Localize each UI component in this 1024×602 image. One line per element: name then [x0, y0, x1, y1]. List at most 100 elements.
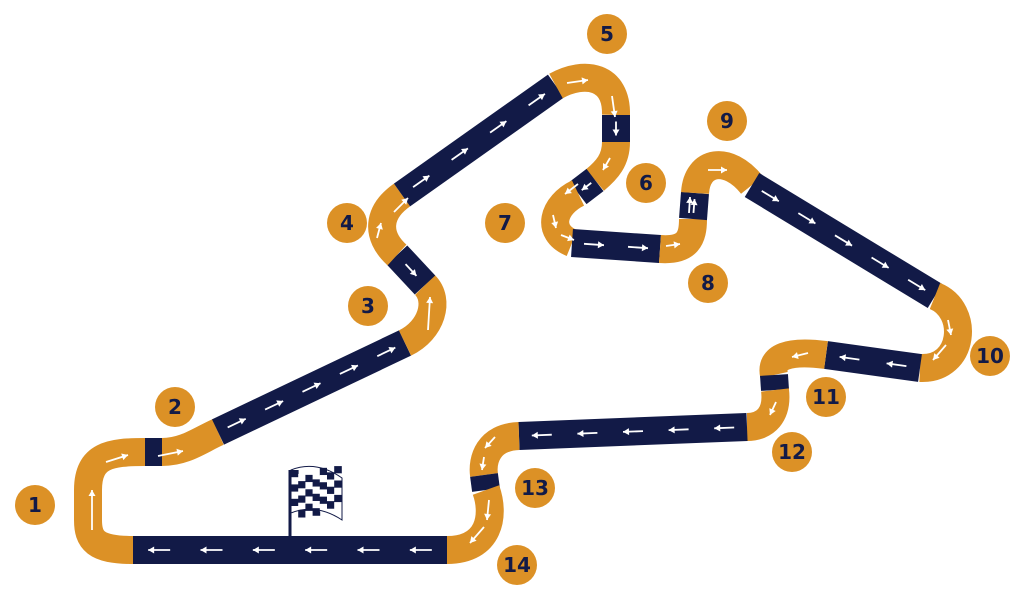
turn-marker-badge: [707, 101, 747, 141]
turn-marker-badge: [348, 286, 388, 326]
arrow-icon: [409, 546, 432, 554]
track-corner: [759, 339, 828, 379]
arrow-icon: [834, 234, 853, 247]
arrow-icon: [200, 546, 223, 554]
turn-marker-badge: [327, 203, 367, 243]
turn-number: 3: [361, 294, 375, 318]
turn-marker-badge: [970, 336, 1010, 376]
arrow-icon: [264, 400, 284, 411]
arrow-icon: [622, 428, 644, 436]
turn-marker-10: 10: [970, 336, 1010, 376]
track-corner: [549, 63, 630, 116]
track-corner: [368, 183, 411, 266]
arrow-icon: [252, 546, 275, 554]
arrow-icon: [357, 546, 380, 554]
turn-number: 8: [701, 271, 715, 295]
track-corner: [74, 438, 146, 564]
arrow-icon: [686, 196, 694, 214]
turn-number: 6: [639, 171, 653, 195]
turn-marker-badge: [497, 545, 537, 585]
arrow-icon: [426, 296, 434, 331]
arrow-icon: [451, 147, 469, 161]
track-corner: [446, 485, 504, 564]
turn-marker-badge: [485, 203, 525, 243]
arrow-icon: [690, 198, 698, 214]
arrow-icon: [886, 360, 907, 368]
track-corner: [745, 388, 790, 441]
track-corner: [398, 275, 447, 356]
arrow-icon: [88, 490, 96, 530]
turn-marker-7: 7: [485, 203, 525, 243]
arrow-icon: [577, 429, 598, 437]
arrow-icon: [157, 448, 184, 457]
turn-marker-6: 6: [626, 163, 666, 203]
arrow-icon: [932, 344, 947, 361]
direction-arrows: [88, 77, 954, 554]
arrow-icon: [769, 401, 777, 416]
arrow-icon: [531, 431, 552, 439]
arrow-icon: [566, 77, 589, 85]
arrow-icon: [227, 417, 247, 429]
arrow-icon: [946, 319, 954, 336]
turn-marker-badge: [587, 14, 627, 54]
arrow-icon: [376, 222, 383, 239]
arrow-icon: [551, 214, 559, 229]
arrow-icon: [791, 352, 809, 359]
arrow-icon: [665, 241, 681, 249]
turn-marker-9: 9: [707, 101, 747, 141]
arrow-icon: [376, 346, 396, 358]
turn-number: 4: [340, 211, 354, 235]
turn-number: 7: [498, 211, 512, 235]
turn-number: 9: [720, 109, 734, 133]
turn-marker-11: 11: [806, 377, 846, 417]
arrow-icon: [105, 453, 129, 463]
arrow-icon: [404, 263, 418, 277]
arrow-icon: [668, 426, 689, 434]
arrow-icon: [602, 157, 611, 171]
arrow-icon: [412, 174, 430, 188]
turn-number: 13: [521, 476, 549, 500]
arrow-icon: [797, 212, 816, 225]
track-corner: [541, 180, 585, 256]
arrow-icon: [612, 121, 620, 136]
track-straight: [470, 473, 500, 492]
arrow-icon: [581, 182, 592, 191]
track-corner: [919, 283, 972, 382]
track-corner: [161, 419, 224, 466]
turn-marker-badge: [772, 432, 812, 472]
arrow-icon: [302, 382, 321, 393]
turn-marker-12: 12: [772, 432, 812, 472]
arrow-icon: [627, 244, 649, 252]
arrow-icon: [560, 234, 575, 242]
turn-marker-badge: [806, 377, 846, 417]
turn-marker-2: 2: [155, 387, 195, 427]
arrow-icon: [393, 197, 409, 213]
track-straight: [760, 374, 789, 391]
turn-marker-badge: [155, 387, 195, 427]
turn-marker-1: 1: [15, 485, 55, 525]
arrow-icon: [484, 499, 492, 521]
track-corner: [585, 141, 630, 191]
turn-number: 2: [168, 395, 182, 419]
turn-marker-8: 8: [688, 263, 728, 303]
arrow-icon: [339, 364, 359, 375]
arrow-icon: [489, 120, 507, 134]
arrow-icon: [871, 256, 890, 269]
turn-number: 11: [812, 385, 840, 409]
turn-marker-badge: [626, 163, 666, 203]
turn-marker-5: 5: [587, 14, 627, 54]
turn-marker-14: 14: [497, 545, 537, 585]
arrow-icon: [714, 424, 735, 432]
checkered-flag-icon: [288, 465, 343, 537]
turn-marker-4: 4: [327, 203, 367, 243]
turn-number: 5: [600, 22, 614, 46]
arrow-icon: [761, 190, 780, 203]
arrow-icon: [305, 546, 328, 554]
turn-marker-badge: [15, 485, 55, 525]
track-corner: [659, 218, 707, 264]
arrow-icon: [528, 93, 546, 107]
arrow-icon: [469, 526, 485, 544]
arrow-icon: [479, 456, 487, 471]
arrow-icon: [907, 278, 926, 291]
